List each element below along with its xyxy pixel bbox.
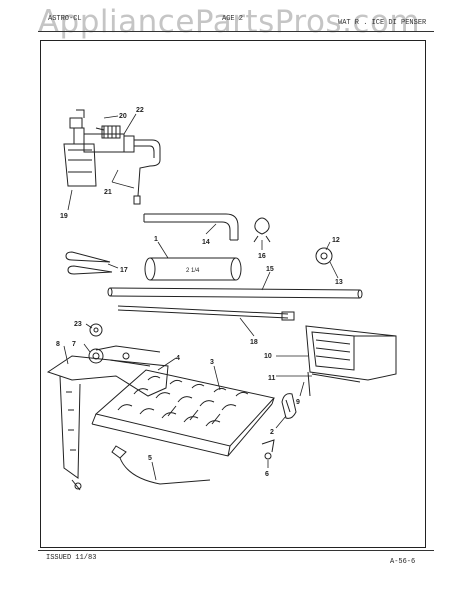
header-middle-text: AGE 2 [222,15,244,23]
callout-3: 3 [210,359,214,366]
callout-5: 5 [148,455,152,462]
water-valve [63,109,161,205]
ice-maker-assembly [46,345,275,491]
callout-1: 1 [154,236,158,243]
callout-11: 11 [268,375,276,382]
callout-16: 16 [258,253,266,260]
callout-21: 21 [104,189,112,196]
callout-10: 10 [264,353,272,360]
fitting-23 [89,323,103,337]
callout-17: 17 [120,267,128,274]
long-tube [107,287,363,299]
callout-18: 18 [250,339,258,346]
callout-20: 20 [119,113,127,120]
front-cover [305,325,397,397]
tube-marking: 2 1/4 [186,268,200,274]
header-left-text: ASTRO-CL [48,15,82,23]
callout-9: 9 [296,399,300,406]
fill-tube-bent [143,213,239,241]
valve-connector [101,125,121,139]
issued-date: ISSUED 11/83 [46,554,97,562]
retainer-pins [65,251,113,275]
callout-19: 19 [60,213,68,220]
header-rule [38,31,434,32]
fill-tube-sleeve [144,257,242,281]
callout-6: 6 [265,471,269,478]
leader-lines [63,113,339,481]
callout-4: 4 [176,355,180,362]
clip-2 [281,393,297,419]
header-section-title: WAT R . ICE DI PENSER [338,19,427,27]
grommet [315,247,333,265]
page-code: A-56-6 [390,558,416,566]
callout-8: 8 [56,341,60,348]
callout-23: 23 [74,321,82,328]
heater-rod [117,305,295,321]
tube-clip [253,217,271,243]
diagram-frame [40,40,426,548]
callout-15: 15 [266,266,274,273]
callout-2: 2 [270,429,274,436]
callout-22: 22 [136,107,144,114]
callout-12: 12 [332,237,340,244]
callout-7: 7 [72,341,76,348]
thermostat [88,348,104,364]
footer-rule [38,550,434,551]
site-watermark: AppliancePartsPros.com [37,4,421,40]
callout-13: 13 [335,279,343,286]
callout-14: 14 [202,239,210,246]
